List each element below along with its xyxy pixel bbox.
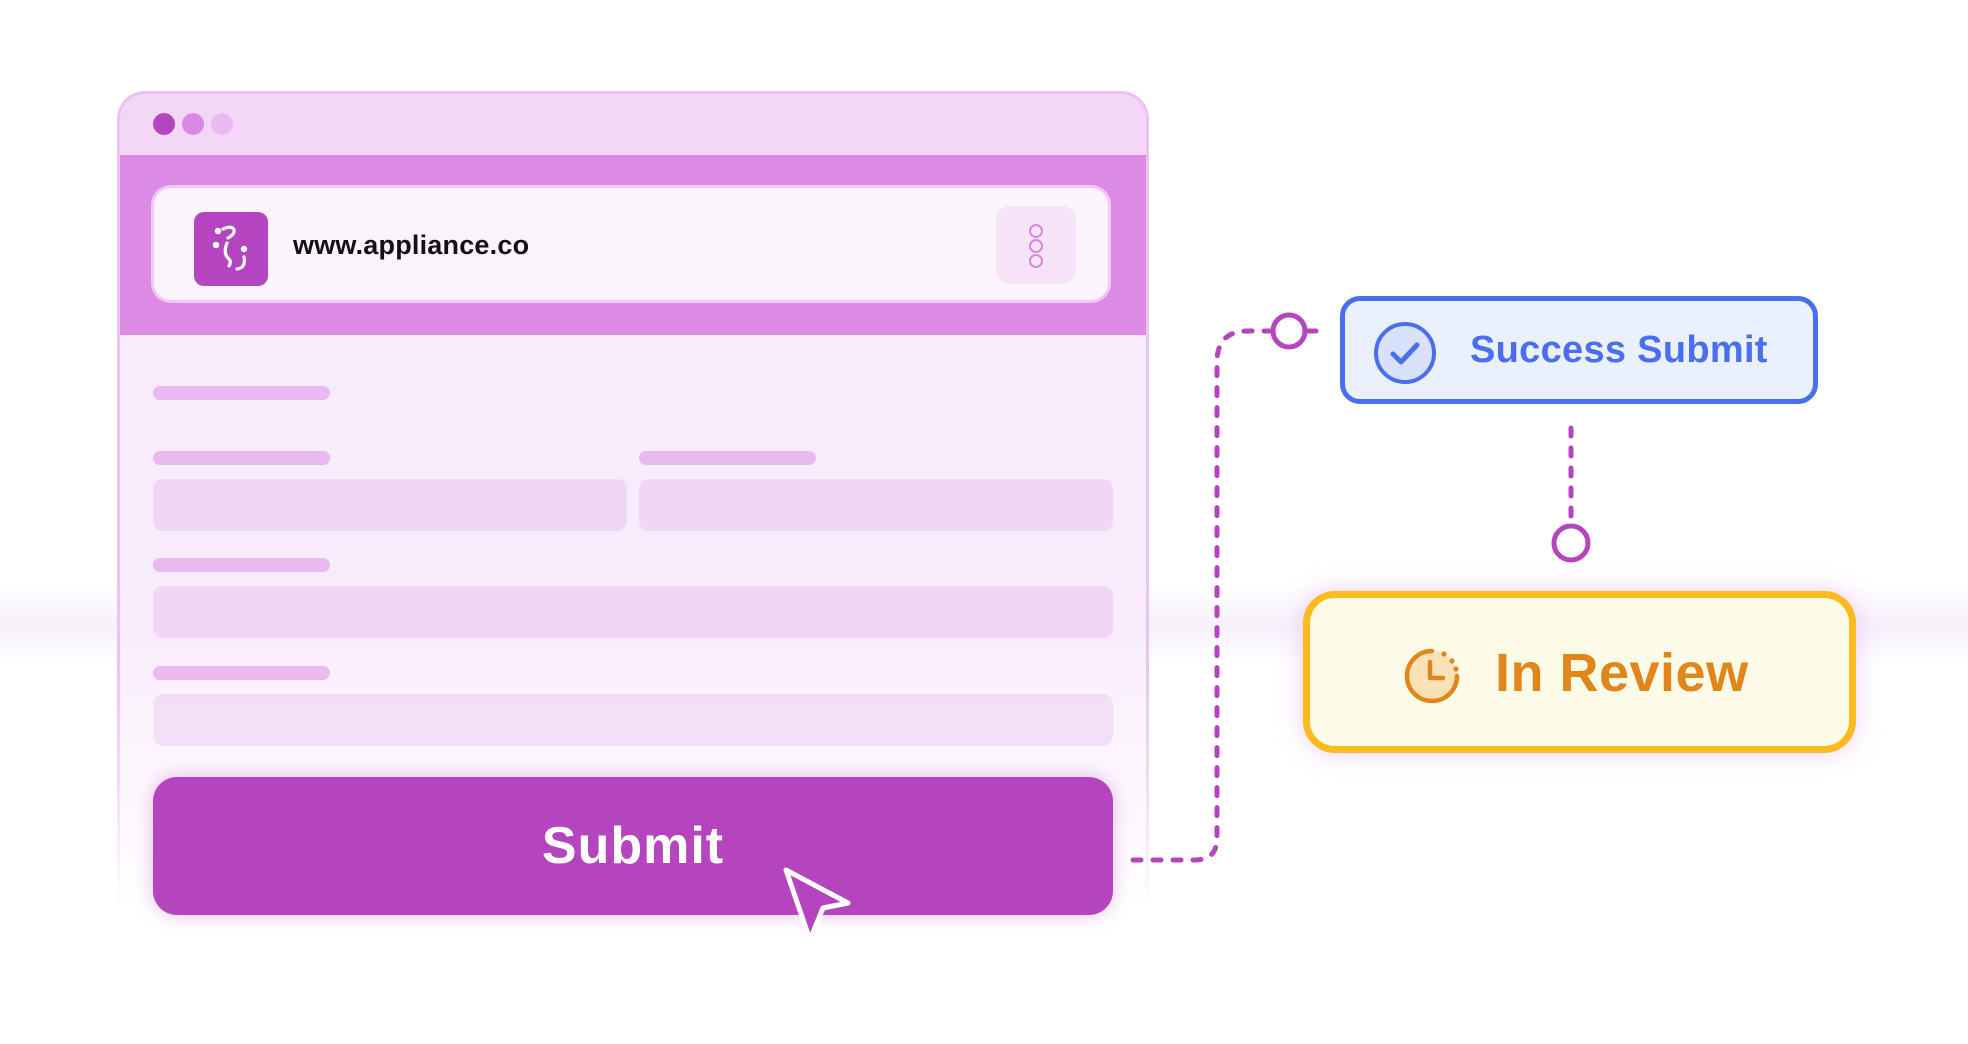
mouse-pointer-icon — [783, 867, 851, 943]
window-minimize-dot[interactable] — [182, 113, 204, 135]
browser-window: www.appliance.co — [117, 91, 1149, 911]
window-maximize-dot[interactable] — [211, 113, 233, 135]
in-review-badge: In Review — [1303, 591, 1856, 753]
vertical-dots-menu-icon[interactable] — [996, 206, 1076, 284]
check-circle-icon — [1374, 322, 1436, 384]
field-label-placeholder — [153, 558, 330, 572]
address-bar[interactable]: www.appliance.co — [151, 185, 1111, 303]
form-input-field[interactable] — [153, 479, 627, 531]
field-label-placeholder — [153, 451, 330, 465]
field-label-placeholder — [153, 666, 330, 680]
in-review-label: In Review — [1495, 643, 1749, 703]
browser-window-border — [117, 91, 1149, 911]
form-input-field[interactable] — [153, 694, 1113, 746]
field-label-placeholder — [639, 451, 816, 465]
window-titlebar — [117, 91, 1149, 155]
clock-icon — [1404, 648, 1460, 704]
form-input-field[interactable] — [153, 586, 1113, 638]
submit-button[interactable]: Submit — [153, 777, 1113, 915]
form-input-field[interactable] — [639, 479, 1113, 531]
appliance-logo-icon — [194, 212, 268, 286]
success-submit-label: Success Submit — [1470, 329, 1768, 371]
form-heading-placeholder — [153, 386, 330, 400]
browser-header: www.appliance.co — [117, 155, 1149, 335]
url-text: www.appliance.co — [293, 230, 530, 260]
window-close-dot[interactable] — [153, 113, 175, 135]
success-submit-badge: Success Submit — [1340, 296, 1818, 404]
